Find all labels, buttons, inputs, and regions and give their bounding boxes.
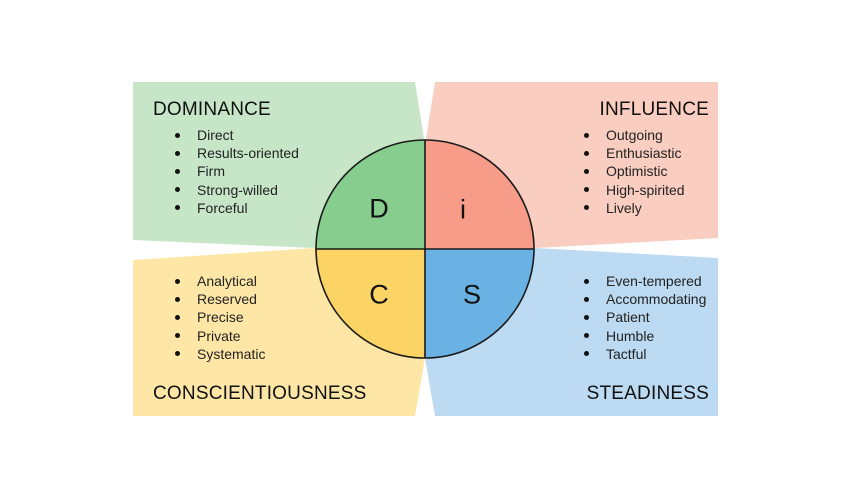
trait-item: Optimistic (584, 162, 685, 180)
trait-item: Systematic (175, 345, 265, 363)
trait-item: Private (175, 327, 265, 345)
d-letter: D (369, 193, 389, 224)
dominance-title: DOMINANCE (153, 99, 271, 120)
s-quadrant (425, 249, 534, 358)
trait-item: Outgoing (584, 126, 685, 144)
s-letter: S (462, 279, 482, 310)
d-quadrant (316, 140, 425, 249)
trait-item: Strong-willed (175, 181, 299, 199)
trait-item: Enthusiastic (584, 144, 685, 162)
trait-item: Tactful (584, 345, 706, 363)
trait-item: Forceful (175, 199, 299, 217)
i-letter: i (460, 194, 466, 225)
trait-item: Patient (584, 308, 706, 326)
trait-item: High-spirited (584, 181, 685, 199)
trait-item: Results-oriented (175, 144, 299, 162)
trait-item: Even-tempered (584, 272, 706, 290)
steadiness-title: STEADINESS (586, 383, 709, 404)
influence-title: INFLUENCE (599, 99, 709, 120)
trait-item: Reserved (175, 290, 265, 308)
conscientiousness-title: CONSCIENTIOUSNESS (153, 383, 367, 404)
trait-item: Analytical (175, 272, 265, 290)
trait-item: Precise (175, 308, 265, 326)
trait-item: Firm (175, 162, 299, 180)
c-letter: C (369, 279, 389, 310)
trait-item: Humble (584, 327, 706, 345)
trait-item: Direct (175, 126, 299, 144)
trait-item: Lively (584, 199, 685, 217)
i-quadrant (425, 140, 534, 249)
trait-item: Accommodating (584, 290, 706, 308)
c-quadrant (316, 249, 425, 358)
